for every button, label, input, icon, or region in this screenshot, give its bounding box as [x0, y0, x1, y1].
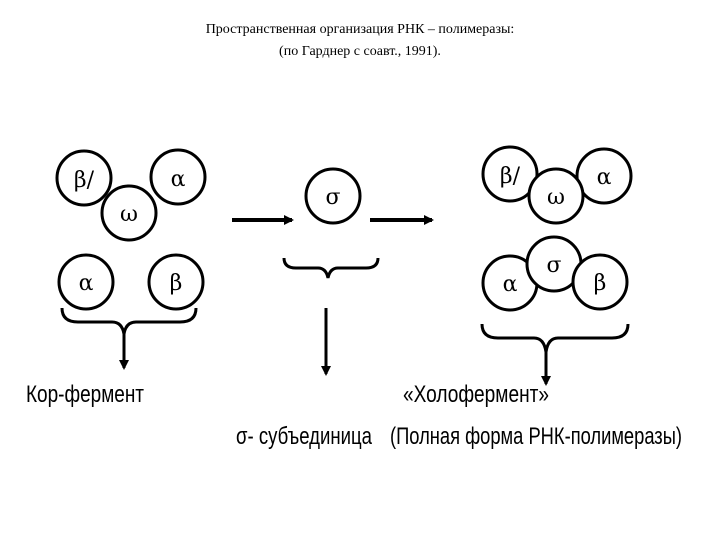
core-beta-prime-circle [55, 149, 113, 207]
core-alpha-bottom-label: α [79, 271, 94, 296]
holo-alpha-bottom-label: α [503, 272, 518, 297]
core-alpha-top-label: α [171, 167, 186, 192]
holo-beta-label: β [594, 271, 607, 296]
core-alpha-bottom-circle [57, 253, 115, 311]
sigma-group: σ [282, 167, 380, 376]
diagram-title-line-2: (по Гарднер с соавт., 1991). [279, 44, 441, 59]
holoenzyme-label: «Холофермент» [403, 381, 549, 408]
diagram-title-line-1: Пространственная организация РНК – полим… [205, 22, 515, 37]
core-brace [60, 307, 198, 335]
core-enzyme-label: Кор-фермент [26, 381, 144, 408]
holoenzyme-group: β/ α ω α σ β [480, 145, 633, 386]
core-beta-prime-label: β/ [74, 168, 95, 193]
core-beta-circle [147, 253, 205, 311]
sigma-brace [282, 257, 380, 279]
holo-alpha-top-label: α [597, 165, 612, 190]
holo-brace [480, 323, 630, 353]
sigma-label: σ [325, 185, 340, 210]
core-beta-label: β [170, 271, 183, 296]
holo-alpha-top-circle [575, 147, 633, 205]
holo-sigma-label: σ [546, 253, 561, 278]
holo-omega-label: ω [547, 185, 565, 210]
core-omega-label: ω [120, 202, 138, 227]
sigma-circle [304, 167, 362, 225]
core-enzyme-group: β/ α ω α β [55, 148, 207, 370]
holo-beta-circle [571, 253, 629, 311]
holoenzyme-full-form-label: (Полная форма РНК-полимеразы) [390, 423, 682, 450]
core-alpha-top-circle [149, 148, 207, 206]
core-omega-circle [100, 184, 158, 242]
sigma-subunit-label: σ- субъединица [236, 423, 372, 450]
holo-beta-prime-label: β/ [500, 164, 521, 189]
holo-omega-circle [527, 167, 585, 225]
holo-beta-prime-circle [481, 145, 539, 203]
